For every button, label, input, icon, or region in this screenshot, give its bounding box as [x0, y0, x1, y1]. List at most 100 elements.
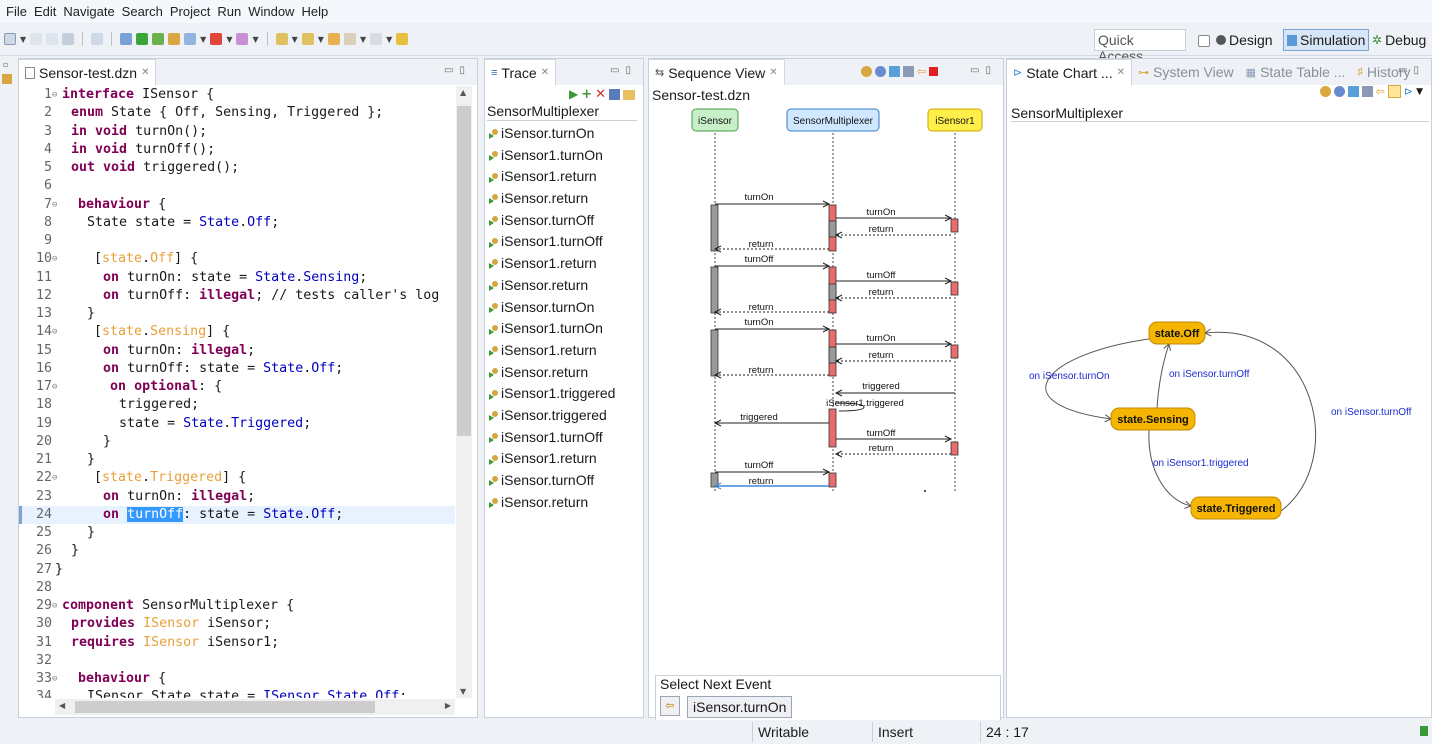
code-line[interactable]: 12 on turnOff: illegal; // tests caller'…: [19, 287, 455, 305]
print-icon[interactable]: [1361, 86, 1373, 97]
stop-icon[interactable]: [929, 67, 939, 76]
perspective-simulation[interactable]: Simulation: [1283, 29, 1370, 51]
window-controls[interactable]: ▭▯: [444, 65, 471, 76]
print-icon[interactable]: [903, 66, 914, 77]
trace-item[interactable]: iSensor1.turnOff: [489, 427, 615, 449]
scroll-up-icon[interactable]: ▲: [460, 88, 467, 97]
link-icon[interactable]: [1387, 85, 1401, 98]
build-icon[interactable]: [184, 33, 197, 45]
trace-item[interactable]: iSensor1.turnOn: [489, 145, 615, 167]
save-icon[interactable]: [30, 33, 43, 45]
code-line[interactable]: 30 provides ISensor iSensor;: [19, 615, 455, 633]
trace-item[interactable]: iSensor1.turnOn: [489, 318, 615, 340]
close-icon[interactable]: ✕: [540, 67, 550, 78]
code-line[interactable]: 24 on turnOff: state = State.Off;: [19, 505, 455, 524]
delete-icon[interactable]: ✕: [595, 87, 606, 102]
menu-help[interactable]: Help: [301, 4, 329, 19]
external-tools-icon[interactable]: [210, 33, 223, 45]
menu-file[interactable]: File: [6, 4, 27, 19]
horizontal-scrollbar[interactable]: ◀ ▶: [55, 699, 455, 715]
code-line[interactable]: 14⊖ [state.Sensing] {: [19, 323, 455, 341]
code-line[interactable]: 23 on turnOn: illegal;: [19, 488, 455, 506]
fold-icon[interactable]: ⊖: [52, 382, 58, 392]
prev-annotation-icon[interactable]: [301, 33, 314, 45]
chevron-down-icon[interactable]: ▼: [386, 34, 393, 44]
trace-item[interactable]: iSensor.return: [489, 188, 615, 210]
scroll-left-icon[interactable]: ◀: [59, 701, 66, 710]
back-icon[interactable]: ⇦: [917, 65, 927, 78]
tab-state-table[interactable]: ▦ State Table ...: [1240, 59, 1352, 85]
code-line[interactable]: 3 in void turnOn();: [19, 123, 455, 141]
fold-icon[interactable]: ⊖: [52, 199, 58, 210]
last-edit-icon[interactable]: [327, 33, 340, 45]
close-icon[interactable]: ✕: [141, 67, 150, 78]
code-line[interactable]: 19 state = State.Triggered;: [19, 415, 455, 433]
menu-window[interactable]: Window: [248, 4, 295, 19]
trace-item[interactable]: iSensor.turnOn: [489, 297, 615, 319]
code-line[interactable]: 18 triggered;: [19, 396, 455, 414]
trace-item[interactable]: iSensor1.return: [489, 166, 615, 188]
code-line[interactable]: 4 in void turnOff();: [19, 141, 455, 159]
code-line[interactable]: 32: [19, 652, 455, 670]
zoom-in-icon[interactable]: [861, 66, 872, 77]
scrollbar-thumb[interactable]: [457, 106, 471, 436]
restore-icon[interactable]: ▫: [3, 60, 9, 69]
trace-item[interactable]: iSensor.triggered: [489, 405, 615, 427]
trace-item[interactable]: iSensor.return: [489, 492, 615, 514]
tab-sequence-view[interactable]: ⇆ Sequence View ✕: [649, 59, 785, 85]
quick-access-input[interactable]: Quick Access: [1094, 29, 1186, 64]
scroll-down-icon[interactable]: ▼: [460, 687, 467, 696]
state-node[interactable]: [1190, 496, 1282, 520]
trace-item[interactable]: iSensor.return: [489, 275, 615, 297]
fold-icon[interactable]: ⊖: [52, 327, 58, 338]
window-controls[interactable]: ▭▯: [970, 65, 997, 76]
fit-icon[interactable]: [1347, 86, 1359, 97]
window-controls[interactable]: ▭▯: [610, 65, 637, 76]
fold-icon[interactable]: ⊖: [52, 601, 58, 611]
play-icon[interactable]: ▶: [568, 87, 579, 101]
perspective-design[interactable]: Design: [1213, 29, 1276, 51]
step-icon[interactable]: [168, 33, 181, 45]
code-line[interactable]: 6: [19, 177, 455, 195]
code-line[interactable]: 28: [19, 579, 455, 597]
state-node[interactable]: [1110, 407, 1196, 431]
back-icon[interactable]: [343, 33, 356, 45]
trace-item[interactable]: iSensor.turnOn: [489, 123, 615, 145]
print-icon[interactable]: [62, 33, 75, 45]
scroll-right-icon[interactable]: ▶: [444, 701, 451, 710]
code-line[interactable]: 11 on turnOn: state = State.Sensing;: [19, 269, 455, 287]
code-line[interactable]: 7⊖ behaviour {: [19, 196, 455, 214]
trace-item[interactable]: iSensor1.return: [489, 340, 615, 362]
fold-icon[interactable]: ⊖: [52, 90, 58, 100]
code-line[interactable]: 29⊖component SensorMultiplexer {: [19, 597, 455, 615]
annotation-icon[interactable]: [236, 33, 249, 45]
menu-edit[interactable]: Edit: [33, 4, 57, 19]
close-icon[interactable]: ✕: [1116, 67, 1125, 78]
trace-item[interactable]: iSensor.return: [489, 362, 615, 384]
code-line[interactable]: 2 enum State { Off, Sensing, Triggered }…: [19, 104, 455, 122]
code-line[interactable]: 26 }: [19, 542, 455, 560]
resume-icon[interactable]: [152, 33, 165, 45]
next-annotation-icon[interactable]: [275, 33, 288, 45]
code-line[interactable]: 31 requires ISensor iSensor1;: [19, 634, 455, 652]
tab-state-chart[interactable]: ⊳ State Chart ... ✕: [1007, 59, 1132, 85]
code-line[interactable]: 10⊖ [state.Off] {: [19, 250, 455, 268]
menu-navigate[interactable]: Navigate: [63, 4, 115, 19]
pin-icon[interactable]: [396, 33, 409, 45]
code-line[interactable]: 17⊖ on optional: {: [19, 378, 455, 396]
new-icon[interactable]: [4, 33, 16, 45]
close-icon[interactable]: ✕: [769, 67, 778, 78]
zoom-out-icon[interactable]: [1333, 86, 1345, 97]
trace-item[interactable]: iSensor1.turnOff: [489, 231, 615, 253]
lifeline-head[interactable]: [691, 108, 739, 132]
code-line[interactable]: 5 out void triggered();: [19, 159, 455, 177]
scrollbar-thumb[interactable]: [75, 701, 375, 713]
sync-icon[interactable]: ⊳: [1403, 85, 1414, 98]
code-line[interactable]: 8 State state = State.Off;: [19, 214, 455, 232]
open-perspective-icon[interactable]: [1198, 35, 1210, 47]
code-line[interactable]: 16 on turnOff: state = State.Off;: [19, 360, 455, 378]
perspective-debug[interactable]: ✲ Debug: [1369, 29, 1429, 51]
window-controls[interactable]: ▭▯: [1398, 65, 1425, 76]
menu-search[interactable]: Search: [121, 4, 163, 19]
